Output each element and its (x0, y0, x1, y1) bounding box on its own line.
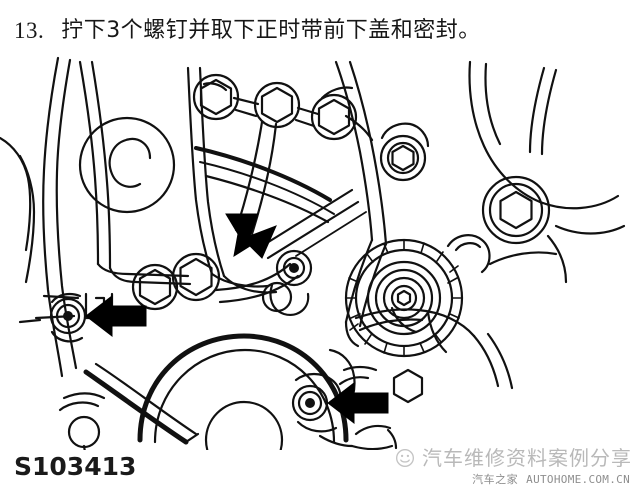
smiley-face-icon (395, 448, 415, 468)
watermark-sub-line: 汽车之家 AUTOHOME.COM.CN (332, 473, 630, 487)
hex-bolt-mid-left (131, 263, 179, 311)
crankshaft-pulley (137, 333, 349, 450)
hex-bolt-mid-centre (171, 252, 221, 302)
engine-block-left-contour (0, 56, 80, 378)
watermark-site-url: AUTOHOME.COM.CN (526, 473, 630, 486)
camshaft-seal-circle (78, 116, 176, 214)
instruction-line: 13. 拧下3个螺钉并取下正时带前下盖和密封。 (14, 10, 624, 52)
engine-diagram-svg (0, 56, 626, 450)
hex-nut-centre-plate (392, 368, 424, 404)
watermark-main-line: 汽车维修资料案例分享 (332, 446, 632, 470)
hex-bolt-right-lower (481, 175, 551, 245)
instruction-text: 拧下3个螺钉并取下正时带前下盖和密封。 (61, 18, 481, 43)
figure-id-label: S103413 (14, 452, 137, 481)
watermark: 汽车维修资料案例分享 汽车之家 AUTOHOME.COM.CN (332, 446, 632, 487)
hex-bolt-top-left (192, 73, 240, 121)
step-number: 13. (14, 18, 45, 43)
watermark-text: 汽车维修资料案例分享 (422, 446, 632, 470)
arrow-upper-bolt (225, 213, 277, 259)
tensioner-ribs (345, 239, 463, 357)
bracket-diagonal-ribs (214, 188, 367, 304)
belt-tensioner-pulley (344, 234, 491, 358)
lower-cover-diagonal-strut (58, 362, 200, 450)
hex-bolt-top-middle (253, 81, 301, 129)
engine-timing-cover-figure (0, 50, 640, 450)
right-bracket-structure (194, 60, 626, 404)
watermark-site-name: 汽车之家 (472, 473, 519, 486)
arrow-left-bolt (85, 294, 147, 338)
arrow-lower-right-bolt (327, 381, 389, 425)
hex-bolt-right-upper (379, 134, 427, 182)
screw-left-target (49, 292, 87, 343)
lower-bracket-bottom (350, 424, 398, 450)
